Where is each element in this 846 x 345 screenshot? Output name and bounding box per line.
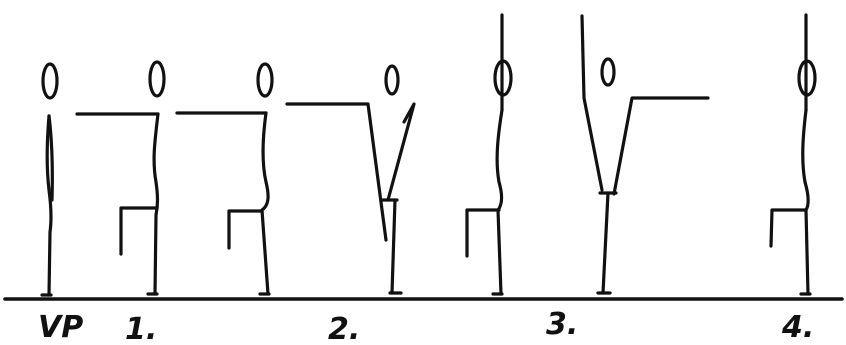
figure-1a-body bbox=[152, 112, 160, 296]
label-step-2: 2. bbox=[328, 312, 360, 345]
figure-2-front-arm-side bbox=[285, 64, 416, 295]
figure-1b-raised-leg bbox=[227, 209, 264, 250]
figure-vp-body bbox=[45, 114, 53, 297]
label-step-1: 1. bbox=[125, 312, 157, 345]
figure-2-inner-leg bbox=[386, 102, 416, 202]
figure-1b-arm-forward-knee-up bbox=[175, 62, 274, 296]
label-vp: VP bbox=[38, 310, 83, 345]
label-step-3: 3. bbox=[546, 307, 578, 342]
figure-3b-standing-leg bbox=[601, 191, 610, 295]
figure-4-arm-up-knee-up bbox=[769, 13, 817, 296]
label-step-4: 4. bbox=[781, 310, 814, 345]
figure-1b-body bbox=[260, 111, 270, 296]
figure-3b-raised-arm bbox=[580, 14, 604, 192]
figure-4-body bbox=[801, 108, 810, 296]
figure-3b-front-arms-up-and-side bbox=[580, 14, 710, 295]
figure-1a-head bbox=[148, 60, 166, 98]
figure-vp-head bbox=[41, 62, 59, 100]
figure-1b-head bbox=[256, 62, 274, 98]
figure-vp-back bbox=[47, 114, 54, 202]
figure-3b-side-arm bbox=[612, 96, 710, 196]
figure-1a-raised-leg bbox=[119, 206, 158, 256]
figure-2-standing-leg bbox=[390, 198, 397, 295]
figure-3a-raised-leg bbox=[465, 208, 501, 258]
figure-2-head bbox=[384, 64, 400, 96]
figure-3a-arm-up-knee-up bbox=[465, 13, 513, 296]
figure-3a-body bbox=[495, 108, 504, 296]
figure-1a-arm-forward-knee-up bbox=[75, 60, 166, 296]
figure-2-arm bbox=[285, 102, 388, 242]
figure-3b-head bbox=[600, 57, 616, 87]
figure-4-raised-leg bbox=[769, 208, 808, 248]
figure-vp-standing bbox=[40, 62, 59, 297]
